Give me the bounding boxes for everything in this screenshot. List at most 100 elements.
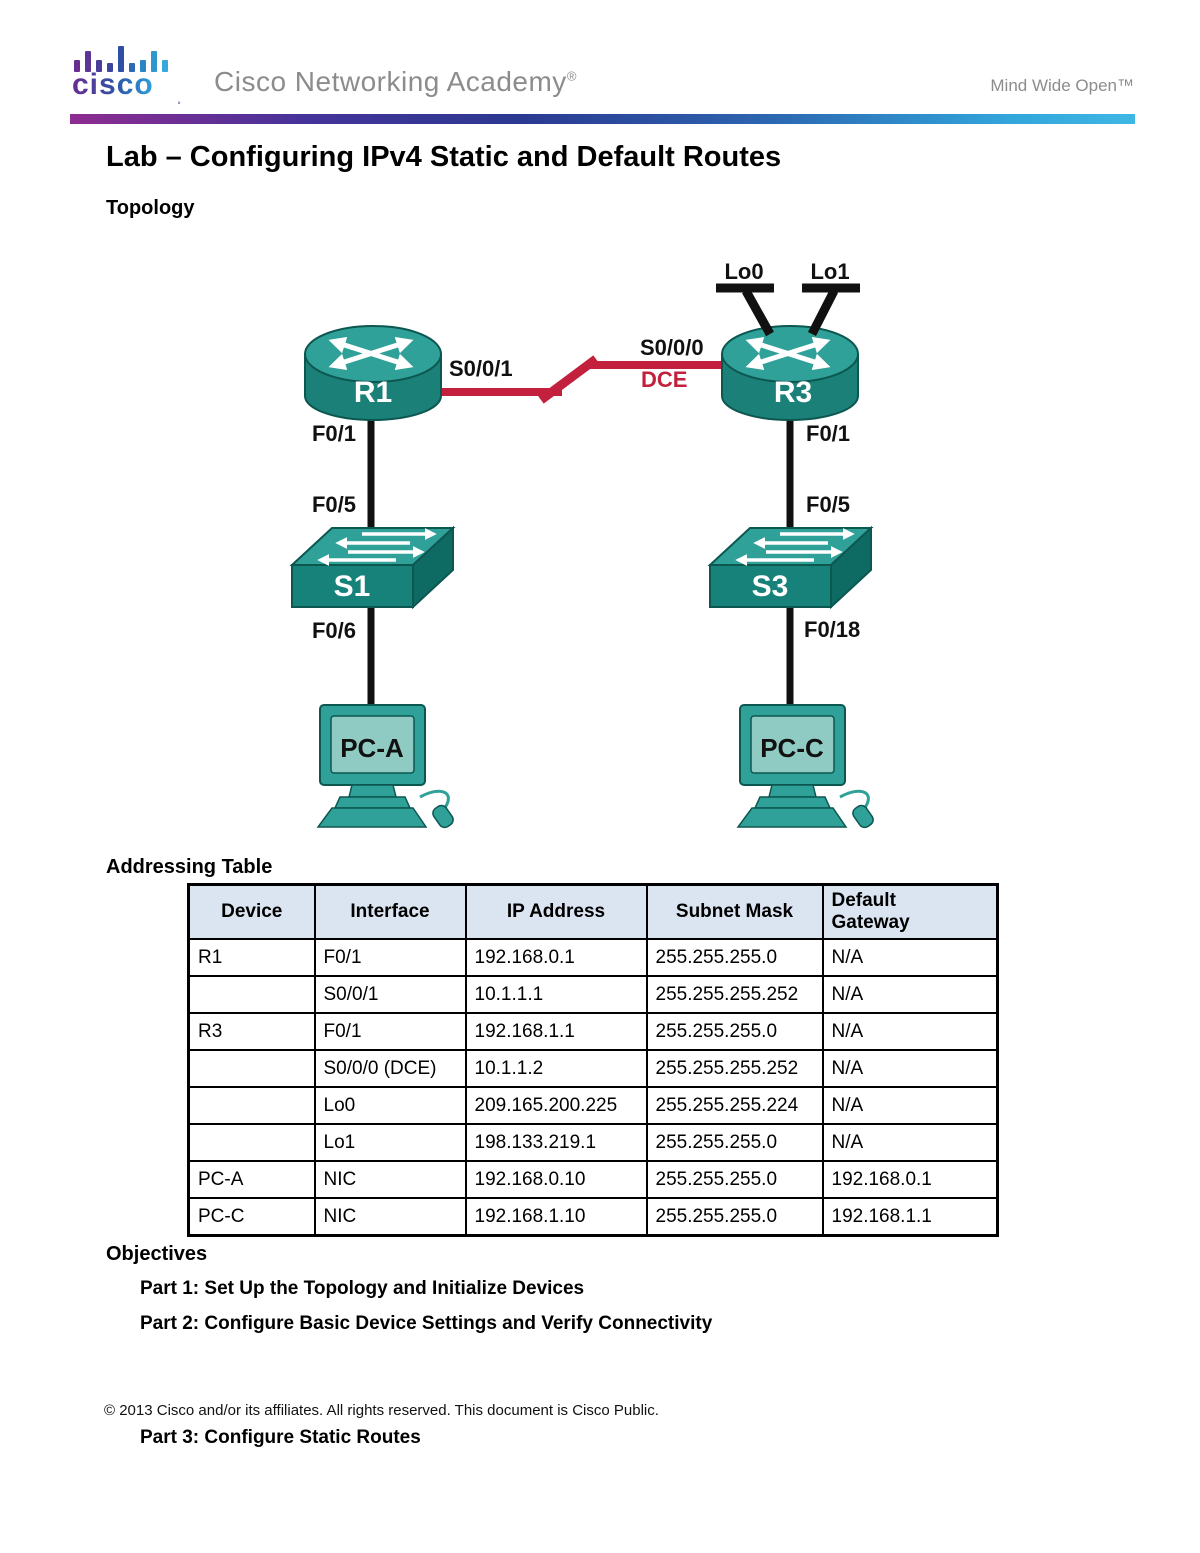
logo-bar — [140, 60, 146, 72]
table-cell: F0/1 — [313, 938, 467, 977]
table-cell: S0/0/0 (DCE) — [313, 1049, 467, 1088]
table-row: Lo1 198.133.219.1 255.255.255.0 N/A — [187, 1123, 999, 1162]
table-cell: 255.255.255.252 — [645, 975, 824, 1014]
s3-access-label: F0/18 — [804, 617, 860, 642]
table-cell: Lo1 — [313, 1123, 467, 1162]
lo1-label: Lo1 — [810, 259, 849, 284]
table-row: S0/0/0 (DCE) 10.1.1.2 255.255.255.252 N/… — [187, 1049, 999, 1088]
logo-bar — [96, 60, 102, 72]
logo-bar — [162, 60, 168, 72]
s1-switch-icon — [292, 528, 453, 607]
pca-computer-icon — [316, 703, 457, 832]
table-cell: 255.255.255.252 — [645, 1049, 824, 1088]
table-cell — [187, 1049, 316, 1088]
addressing-table: Device Interface IP Address Subnet Mask … — [187, 883, 999, 1237]
lo1-stub-link — [807, 288, 839, 337]
table-cell — [187, 1086, 316, 1125]
serial-link — [432, 355, 724, 404]
table-cell: 192.168.0.1 — [821, 1160, 999, 1199]
table-cell: S0/0/1 — [313, 975, 467, 1014]
column-header: Default Gateway — [821, 883, 999, 940]
topology-heading: Topology — [106, 197, 195, 219]
table-cell: 209.165.200.225 — [464, 1086, 648, 1125]
tagline: Mind Wide Open™ — [990, 76, 1134, 95]
r3-label: R3 — [774, 376, 812, 409]
dce-label: DCE — [641, 367, 687, 392]
pca-label: PC-A — [340, 733, 404, 763]
table-cell — [187, 975, 316, 1014]
cisco-logo-dot: . — [176, 84, 183, 109]
objective-part-2: Part 2: Configure Basic Device Settings … — [140, 1313, 713, 1334]
objective-part-1: Part 1: Set Up the Topology and Initiali… — [140, 1278, 585, 1299]
registered-mark: ® — [566, 68, 577, 84]
table-cell: 10.1.1.2 — [464, 1049, 648, 1088]
s1-label: S1 — [334, 570, 371, 603]
s3-uplink-label: F0/5 — [806, 492, 850, 517]
table-cell: 255.255.255.0 — [645, 1160, 824, 1199]
column-header: Device — [187, 883, 316, 940]
table-cell: N/A — [821, 1049, 999, 1088]
logo-bar — [107, 63, 113, 72]
table-cell: 192.168.1.1 — [464, 1012, 648, 1051]
table-header-row: Device Interface IP Address Subnet Mask … — [187, 883, 999, 940]
topology-diagram: R1 R3 S1 S3 PC-A PC-C Lo0 Lo1 S0/0/1 S0/… — [0, 259, 877, 832]
r3-serial-label: S0/0/0 — [640, 335, 704, 360]
table-row: R3 F0/1 192.168.1.1 255.255.255.0 N/A — [187, 1012, 999, 1051]
table-cell: 198.133.219.1 — [464, 1123, 648, 1162]
table-cell: N/A — [821, 1086, 999, 1125]
table-cell: 255.255.255.0 — [645, 1123, 824, 1162]
pcc-label: PC-C — [760, 733, 824, 763]
table-cell: N/A — [821, 975, 999, 1014]
addressing-table-container: Device Interface IP Address Subnet Mask … — [187, 883, 999, 1237]
table-cell: N/A — [821, 938, 999, 977]
column-header: Subnet Mask — [645, 883, 824, 940]
table-cell: 192.168.0.10 — [464, 1160, 648, 1199]
s3-label: S3 — [752, 570, 789, 603]
table-cell — [187, 1123, 316, 1162]
s3-switch-icon — [710, 528, 871, 607]
header-divider-bar — [70, 114, 1135, 124]
column-header: IP Address — [464, 883, 648, 940]
cisco-logo-wordmark: cisco — [72, 68, 154, 101]
table-cell: R1 — [187, 938, 316, 977]
table-cell: PC-A — [187, 1160, 316, 1199]
table-row: R1 F0/1 192.168.0.1 255.255.255.0 N/A — [187, 938, 999, 977]
addressing-table-heading: Addressing Table — [106, 856, 273, 878]
pcc-computer-icon — [736, 703, 877, 832]
logo-bar — [129, 63, 135, 72]
logo-bar — [151, 51, 157, 72]
table-row: PC-A NIC 192.168.0.10 255.255.255.0 192.… — [187, 1160, 999, 1199]
r1-label: R1 — [354, 376, 392, 409]
r3-lan-label: F0/1 — [806, 421, 850, 446]
r1-serial-label: S0/0/1 — [449, 356, 513, 381]
table-cell: R3 — [187, 1012, 316, 1051]
table-cell: 192.168.0.1 — [464, 938, 648, 977]
s1-access-label: F0/6 — [312, 618, 356, 643]
s1-uplink-label: F0/5 — [312, 492, 356, 517]
copyright-notice: © 2013 Cisco and/or its affiliates. All … — [104, 1402, 659, 1419]
table-cell: Lo0 — [313, 1086, 467, 1125]
table-cell: 255.255.255.0 — [645, 1197, 824, 1237]
table-cell: 255.255.255.0 — [645, 1012, 824, 1051]
table-cell: N/A — [821, 1012, 999, 1051]
table-cell: F0/1 — [313, 1012, 467, 1051]
table-row: S0/0/1 10.1.1.1 255.255.255.252 N/A — [187, 975, 999, 1014]
table-cell: PC-C — [187, 1197, 316, 1237]
page-title: Lab – Configuring IPv4 Static and Defaul… — [106, 141, 782, 173]
table-cell: NIC — [313, 1160, 467, 1199]
table-cell: 192.168.1.1 — [821, 1197, 999, 1237]
table-cell: 255.255.255.224 — [645, 1086, 824, 1125]
table-row: PC-C NIC 192.168.1.10 255.255.255.0 192.… — [187, 1197, 999, 1237]
lo0-label: Lo0 — [724, 259, 763, 284]
brand-text: Cisco Networking Academy — [214, 66, 567, 97]
table-cell: 192.168.1.10 — [464, 1197, 648, 1237]
objective-part-3: Part 3: Configure Static Routes — [140, 1427, 421, 1448]
table-cell: 10.1.1.1 — [464, 975, 648, 1014]
logo-bar — [85, 51, 91, 72]
table-cell: N/A — [821, 1123, 999, 1162]
objectives-heading: Objectives — [106, 1243, 208, 1265]
column-header: Interface — [313, 883, 467, 940]
table-row: Lo0 209.165.200.225 255.255.255.224 N/A — [187, 1086, 999, 1125]
brand-title: Cisco Networking Academy® — [214, 66, 577, 98]
